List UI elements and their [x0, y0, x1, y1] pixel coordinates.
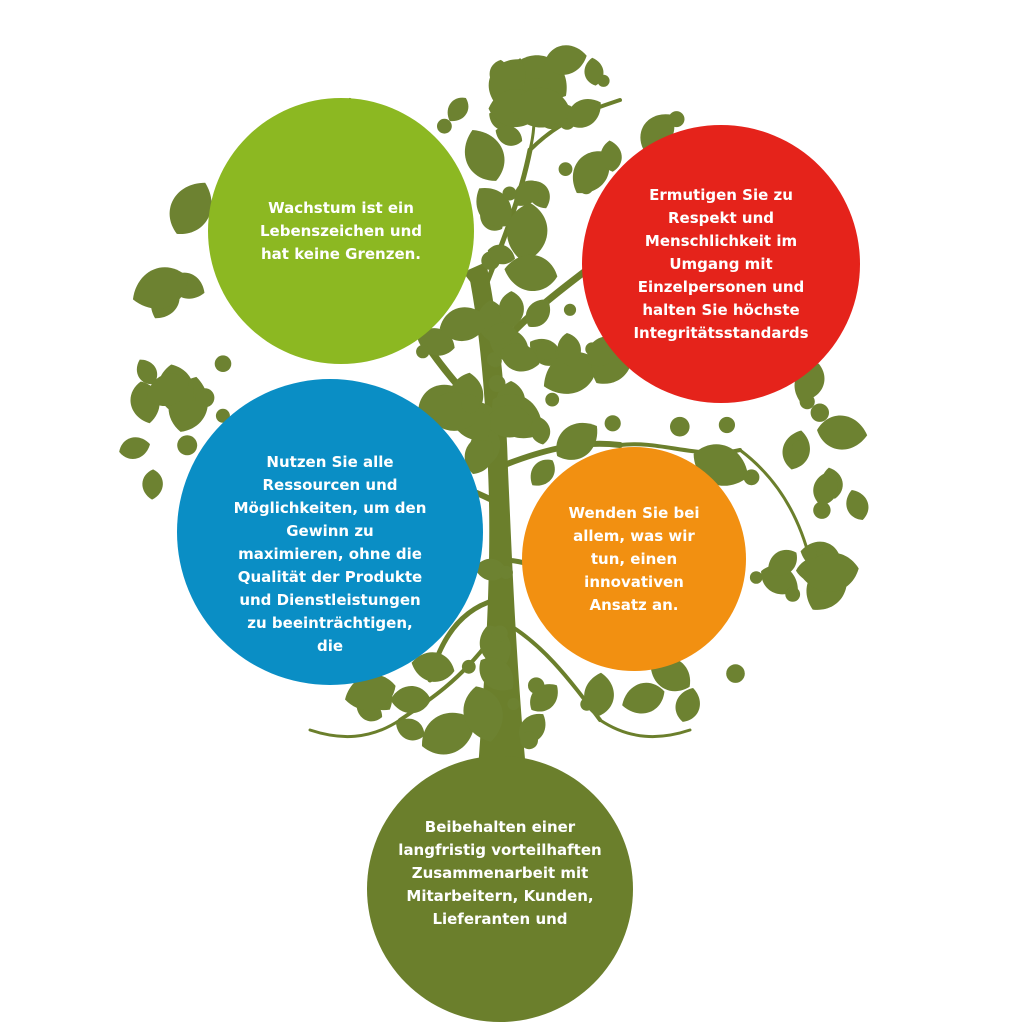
leaf-dot: [726, 664, 745, 683]
leaf-dot: [177, 435, 198, 456]
value-circle-growth: Wachstum ist ein Lebenszeichen und hat k…: [208, 98, 474, 364]
leaf-dot: [718, 416, 736, 434]
value-circle-innovation: Wenden Sie bei allem, was wir tun, einen…: [522, 447, 746, 671]
leaf: [504, 254, 558, 291]
leaf: [525, 299, 551, 327]
leaf: [484, 322, 517, 345]
leaf: [675, 687, 700, 722]
leaf: [495, 125, 523, 146]
leaf-dot: [743, 469, 760, 486]
leaf: [510, 87, 570, 128]
tree-branch: [398, 638, 492, 722]
leaf-dot: [558, 162, 573, 177]
leaf: [500, 343, 540, 372]
leaf-dot: [536, 340, 556, 360]
value-text-growth: Wachstum ist ein Lebenszeichen und hat k…: [259, 198, 423, 263]
value-text-resources: Nutzen Sie alle Ressourcen und Möglichke…: [233, 453, 427, 655]
value-circle-partnership: Beibehalten einer langfristig vorteilhaf…: [367, 756, 633, 1022]
leaf: [463, 686, 503, 742]
leaf: [479, 657, 514, 691]
leaf: [169, 182, 212, 234]
leaf: [622, 682, 665, 714]
tree-leaves: [119, 45, 869, 755]
leaf: [556, 422, 598, 460]
leaf: [567, 99, 601, 128]
value-text-respect: Ermutigen Sie zu Respekt und Menschlichk…: [633, 185, 809, 342]
leaf: [498, 291, 524, 329]
leaf-dot: [810, 403, 829, 422]
tree-branch: [308, 718, 402, 739]
leaf: [439, 307, 489, 342]
leaf: [146, 373, 189, 407]
leaf-dot: [214, 355, 232, 373]
leaf-dot: [502, 186, 517, 201]
leaf: [422, 712, 475, 755]
leaf: [476, 188, 512, 227]
leaf-dot: [520, 731, 538, 750]
value-circle-resources: Nutzen Sie alle Ressourcen und Möglichke…: [177, 379, 483, 685]
leaf-dot: [461, 394, 480, 414]
leaf: [543, 351, 598, 394]
leaf-dot: [507, 697, 520, 711]
leaf-dot: [488, 375, 506, 392]
leaf: [572, 151, 610, 193]
leaf-dot: [437, 118, 452, 134]
leaf: [584, 672, 614, 717]
leaf: [530, 459, 555, 486]
leaf: [514, 180, 539, 206]
leaf: [530, 416, 551, 445]
value-circle-respect: Ermutigen Sie zu Respekt und Menschlichk…: [582, 125, 860, 403]
leaf: [530, 684, 558, 712]
leaf-dot: [491, 625, 508, 642]
leaf-dot: [813, 501, 831, 519]
leaf: [411, 652, 455, 682]
leaf: [464, 433, 494, 474]
leaf-dot: [785, 587, 801, 602]
leaf: [813, 471, 838, 506]
leaf: [768, 549, 797, 576]
leaf-dot: [670, 416, 690, 437]
leaf: [390, 685, 431, 714]
leaf: [544, 45, 587, 75]
leaf: [447, 97, 469, 122]
leaf-dot: [545, 392, 560, 407]
tree-trunk: [468, 262, 526, 770]
leaf: [396, 718, 425, 741]
leaf-dot: [461, 659, 476, 674]
leaf: [136, 359, 158, 385]
leaf: [142, 469, 163, 500]
leaf: [487, 244, 516, 265]
leaf: [484, 405, 533, 438]
leaf-dot: [416, 344, 430, 359]
leaf: [557, 333, 581, 368]
leaf: [817, 415, 868, 450]
value-text-innovation: Wenden Sie bei allem, was wir tun, einen…: [568, 503, 700, 614]
leaf: [119, 437, 151, 459]
leaf: [132, 267, 188, 309]
leaf-dot: [195, 388, 215, 408]
leaf-dot: [499, 565, 513, 580]
leaf-dot: [792, 440, 806, 455]
leaf: [507, 203, 548, 263]
leaf: [464, 129, 505, 181]
leaf: [345, 674, 396, 711]
leaf: [474, 558, 507, 581]
value-text-partnership: Beibehalten einer langfristig vorteilhaf…: [398, 818, 602, 928]
leaf-dot: [749, 571, 763, 584]
leaf-dot: [563, 303, 577, 316]
leaf-dot: [604, 415, 621, 432]
tree-branch: [598, 718, 692, 739]
leaf: [801, 552, 859, 592]
leaf: [584, 57, 604, 86]
leaf: [846, 490, 869, 520]
leaf: [600, 140, 622, 172]
